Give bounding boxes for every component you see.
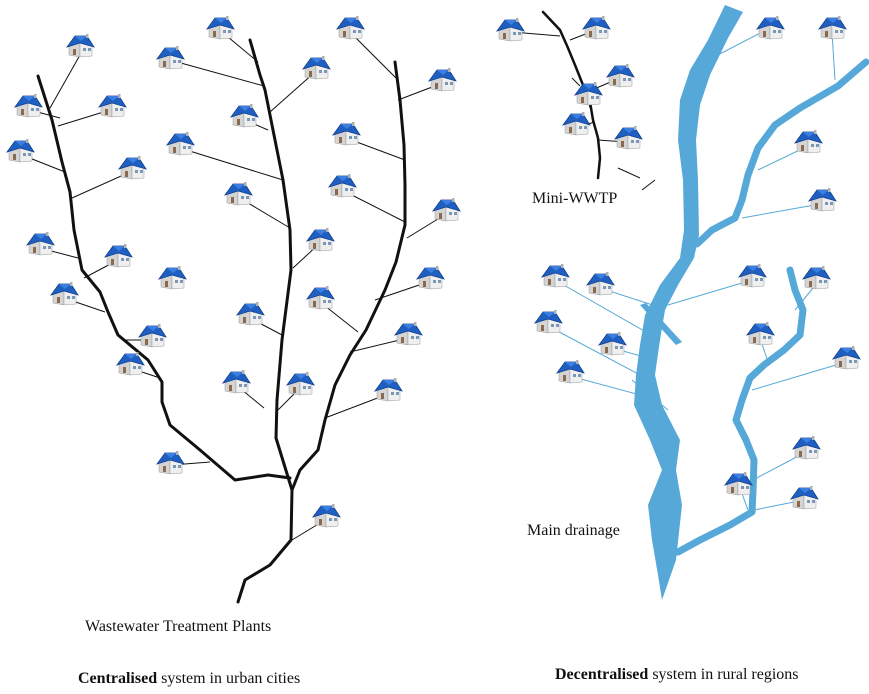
house-icon	[230, 103, 259, 128]
house-icon	[614, 125, 643, 150]
house-icon	[374, 377, 403, 402]
house-icon	[746, 321, 775, 346]
house-icon	[156, 45, 185, 70]
centralised-sewer-network	[36, 38, 407, 604]
house-icon	[312, 503, 341, 528]
house-icon	[756, 15, 785, 40]
house-icon	[808, 187, 837, 212]
house-icon	[98, 93, 127, 118]
mini-wwtp-label: Mini-WWTP	[532, 190, 618, 207]
centralised-house-connections	[21, 31, 447, 541]
house-icon	[118, 155, 147, 180]
house-icon	[832, 345, 861, 370]
house-icon	[236, 301, 265, 326]
house-icon	[582, 15, 611, 40]
house-icon	[586, 271, 615, 296]
house-icon	[790, 485, 819, 510]
caption-centralised-rest: system in urban cities	[157, 670, 301, 687]
house-icon	[138, 323, 167, 348]
house-icon	[158, 265, 187, 290]
caption-centralised: Centralised system in urban cities	[78, 670, 300, 688]
house-icon	[818, 15, 847, 40]
house-icon	[792, 435, 821, 460]
house-icon	[66, 33, 95, 58]
sewer-branch-right	[290, 60, 407, 492]
house-icon	[541, 263, 570, 288]
house-icon	[416, 265, 445, 290]
house-icon	[50, 281, 79, 306]
house-icon	[332, 121, 361, 146]
house-icon	[496, 17, 525, 42]
house-icon	[306, 227, 335, 252]
house-icon	[794, 129, 823, 154]
house-icon	[104, 243, 133, 268]
house-icon	[562, 111, 591, 136]
house-icon	[222, 369, 251, 394]
tributary-lower	[674, 266, 807, 556]
house-icon	[26, 231, 55, 256]
caption-decentralised-rest: system in rural regions	[648, 666, 799, 683]
house-icon	[286, 371, 315, 396]
sewer-branch-left	[36, 74, 292, 482]
house-icon	[302, 55, 331, 80]
house-icon	[428, 67, 457, 92]
drainage-stub	[640, 303, 682, 345]
house-icon	[606, 63, 635, 88]
house-icon	[432, 197, 461, 222]
drainage-tributaries	[674, 58, 869, 556]
house-icon	[166, 131, 195, 156]
house-icon	[116, 351, 145, 376]
house-icon	[534, 309, 563, 334]
house-icon	[224, 181, 253, 206]
caption-decentralised: Decentralised system in rural regions	[555, 666, 799, 684]
tributary-upper	[693, 58, 869, 248]
main-drainage-label: Main drainage	[527, 522, 620, 539]
sewer-branch-middle	[248, 38, 294, 492]
house-icon	[802, 265, 831, 290]
caption-decentralised-bold: Decentralised	[555, 666, 649, 683]
house-icon	[336, 15, 365, 40]
house-icon	[328, 173, 357, 198]
house-icon	[6, 138, 35, 163]
house-icon	[206, 15, 235, 40]
sewer-trunk	[236, 488, 294, 604]
house-icon	[738, 263, 767, 288]
house-icon	[394, 321, 423, 346]
house-icon	[598, 331, 627, 356]
main-drainage	[634, 5, 743, 600]
caption-centralised-bold: Centralised	[78, 670, 158, 687]
house-icon	[306, 285, 335, 310]
house-icon	[724, 471, 753, 496]
house-icon	[14, 93, 43, 118]
house-icon	[556, 359, 585, 384]
house-icon	[156, 450, 185, 475]
wwtp-label: Wastewater Treatment Plants	[85, 618, 272, 635]
main-drainage-river	[634, 5, 743, 600]
